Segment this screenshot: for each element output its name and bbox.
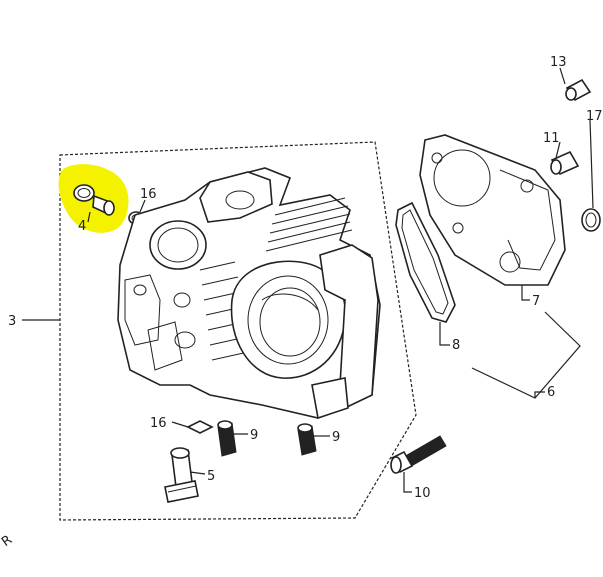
callout-4: 4 xyxy=(78,219,86,234)
part-5-stud[interactable] xyxy=(164,447,199,503)
callout-17: 17 xyxy=(586,109,603,124)
callout-10: 10 xyxy=(414,486,431,501)
callout-16-lower: 16 xyxy=(150,416,167,431)
part-9-dowel-left[interactable] xyxy=(217,420,237,457)
callout-9-right: 9 xyxy=(332,430,340,445)
part-10-bolt[interactable] xyxy=(390,435,447,474)
part-11-dowel[interactable] xyxy=(550,150,580,176)
callout-5: 5 xyxy=(207,469,215,484)
part-7-head-gasket[interactable] xyxy=(419,134,566,286)
callout-labels: 3 4 16 16 9 9 5 10 13 11 17 7 8 6 R xyxy=(0,55,603,550)
cylinder-assembly-frame xyxy=(59,141,417,521)
callout-6: 6 xyxy=(547,385,555,400)
part-17-oring[interactable] xyxy=(581,208,601,232)
callout-3: 3 xyxy=(8,314,16,329)
part-16-washer-lower[interactable] xyxy=(186,420,214,434)
callout-r-fragment: R xyxy=(0,533,15,550)
part-8-gasket-seal[interactable] xyxy=(395,201,456,323)
part-13-dowel[interactable] xyxy=(565,78,592,102)
part-9-dowel-right[interactable] xyxy=(297,423,317,456)
callout-11: 11 xyxy=(543,131,560,146)
callout-9-left: 9 xyxy=(250,428,258,443)
callout-13: 13 xyxy=(550,55,567,70)
leader-lines xyxy=(22,67,594,493)
callout-7: 7 xyxy=(532,294,540,309)
callout-16-upper: 16 xyxy=(140,187,157,202)
part-3-cylinder-head[interactable] xyxy=(117,167,381,420)
callout-8: 8 xyxy=(452,338,460,353)
part-4-plug[interactable] xyxy=(73,184,115,216)
